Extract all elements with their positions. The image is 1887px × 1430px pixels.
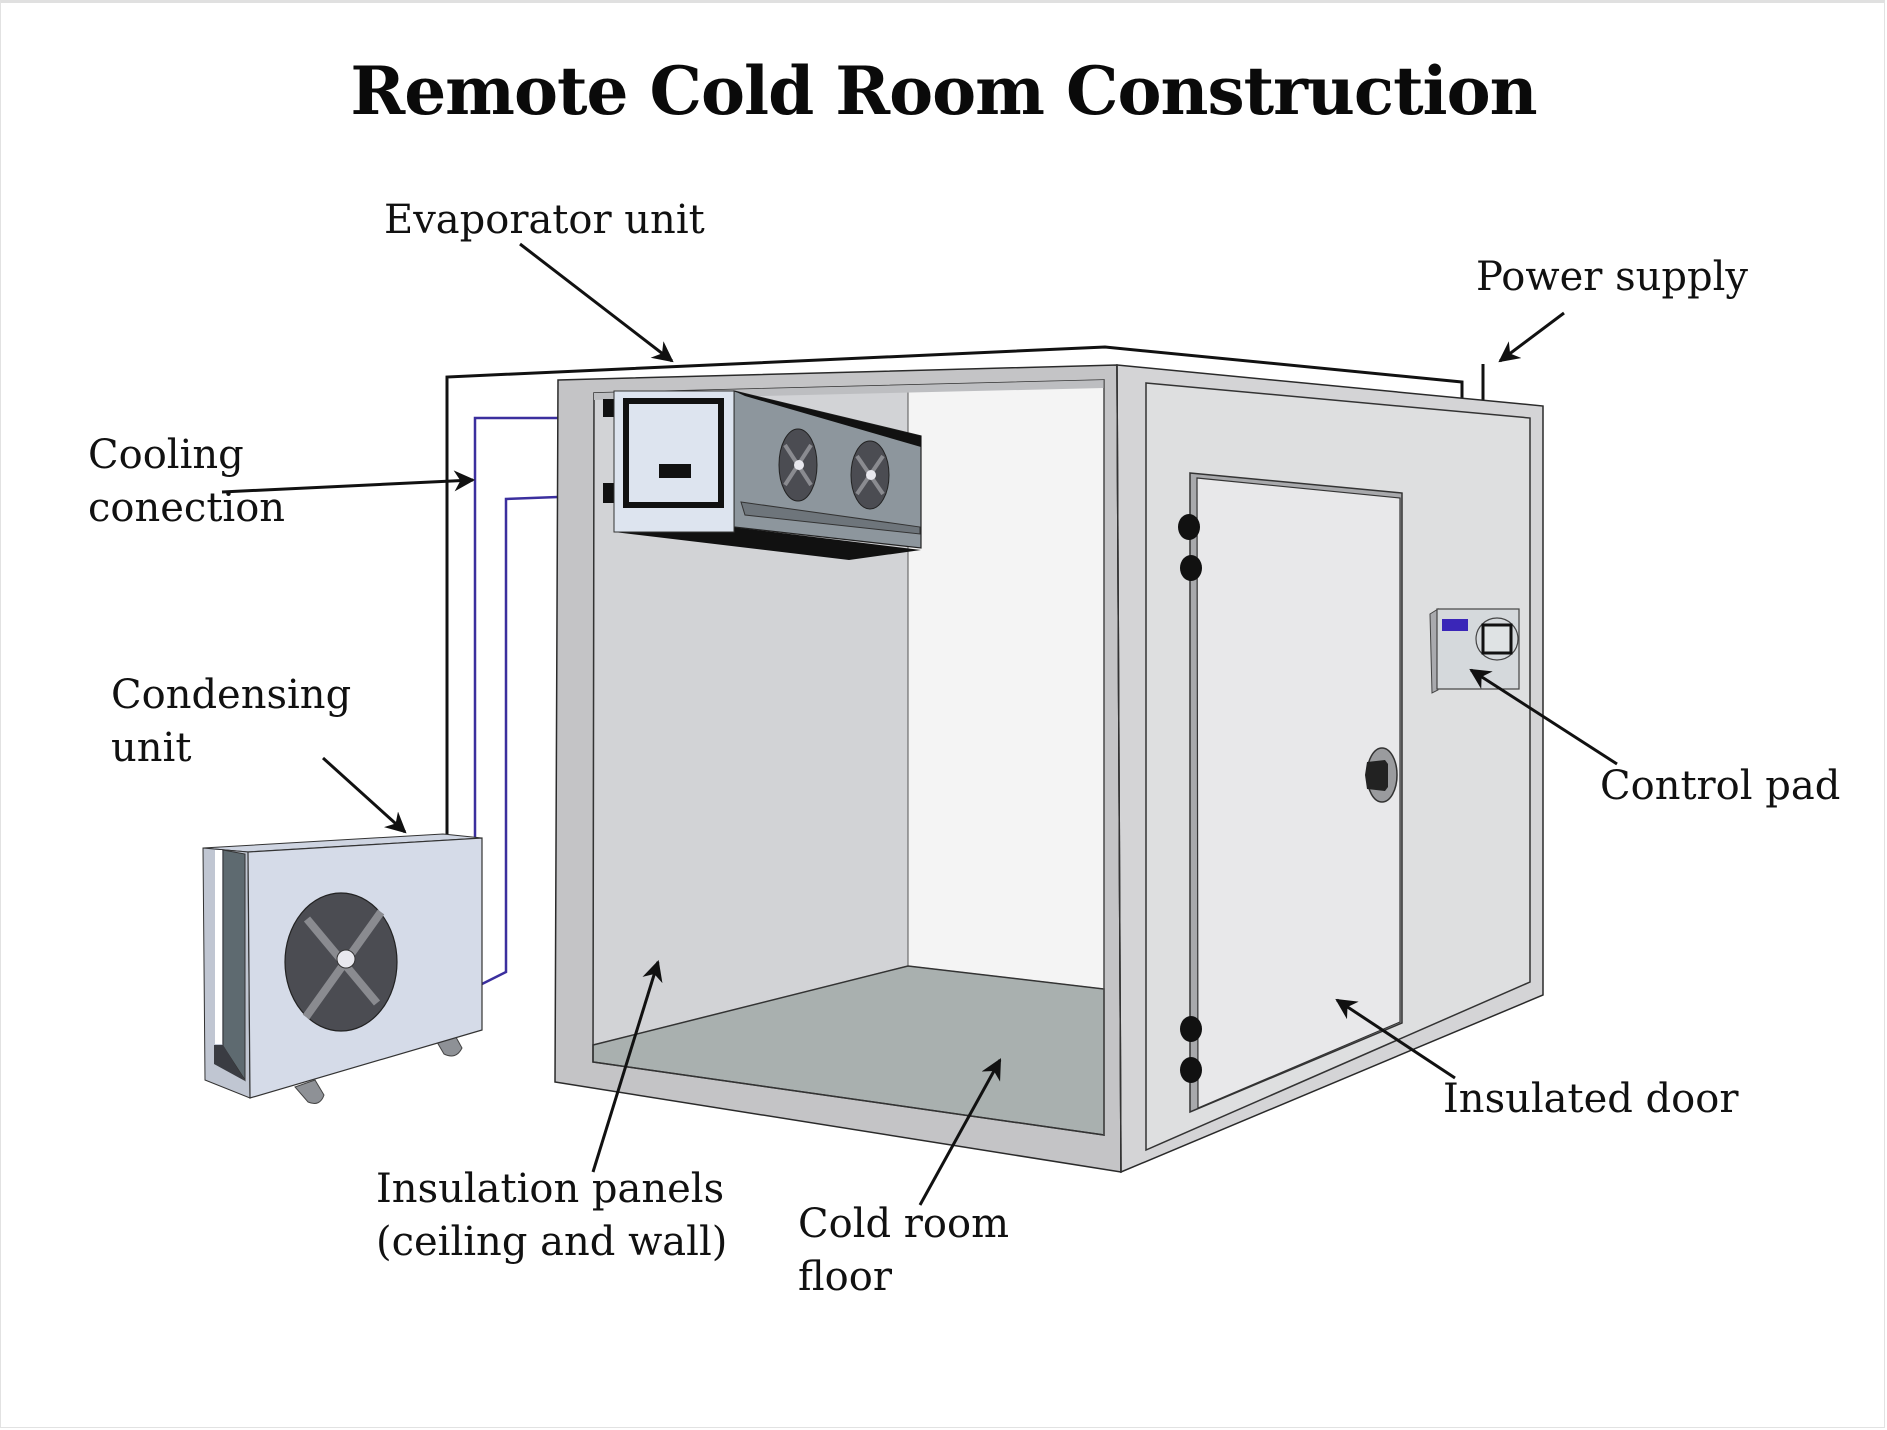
evaporator-front-panel <box>623 398 724 508</box>
evaporator-indicator <box>659 464 691 478</box>
arrow-insulation-panels <box>591 959 663 1173</box>
control-pad-button-icon <box>1481 623 1513 655</box>
refrigerant-line-lower <box>481 495 559 986</box>
door-hinge-icon <box>1178 514 1200 540</box>
label-control-pad: Control pad <box>1600 760 1840 813</box>
refrigerant-line-upper <box>473 416 558 986</box>
arrow-condensing-unit <box>321 756 407 834</box>
label-text: Power supply <box>1476 254 1749 300</box>
label-insulated-door: Insulated door <box>1443 1073 1738 1126</box>
control-pad-display <box>1442 619 1468 631</box>
label-line: unit <box>111 725 192 771</box>
condensing-unit <box>202 833 483 1104</box>
label-line: floor <box>798 1254 892 1300</box>
evaporator-fan-icon <box>850 440 890 510</box>
label-condensing-unit: Condensing unit <box>111 669 351 775</box>
control-pad-dial <box>1475 617 1519 661</box>
label-text: Evaporator unit <box>384 197 705 243</box>
control-pad <box>1429 608 1520 694</box>
label-power-supply: Power supply <box>1476 251 1748 304</box>
evaporator-fan-icon <box>778 428 818 502</box>
condenser-side-shadow <box>214 1045 245 1081</box>
label-text: Control pad <box>1600 763 1841 809</box>
label-cooling-connection: Cooling conection <box>88 429 285 535</box>
label-cold-room-floor: Cold room floor <box>798 1198 1009 1304</box>
condenser-fan-icon <box>284 892 398 1032</box>
evaporator-bracket <box>603 483 615 503</box>
label-line: Insulation panels <box>376 1166 725 1212</box>
refrigerant-lines <box>473 416 559 986</box>
arrow-cooling-connection <box>221 470 476 494</box>
door-hinge-icon <box>1180 1016 1202 1042</box>
arrow-cold-room-floor <box>918 1058 1002 1206</box>
label-line: Cold room <box>798 1201 1010 1247</box>
arrow-power-supply <box>1498 311 1565 363</box>
arrow-evaporator-unit <box>519 242 674 363</box>
label-evaporator-unit: Evaporator unit <box>384 194 705 247</box>
arrow-control-pad <box>1469 668 1618 766</box>
door-hinge-icon <box>1180 555 1202 581</box>
evaporator-unit <box>603 390 922 560</box>
condenser-foot <box>294 1079 325 1104</box>
label-insulation-panels: Insulation panels (ceiling and wall) <box>376 1163 727 1269</box>
arrow-insulated-door <box>1335 998 1456 1080</box>
control-pad-side <box>1429 608 1439 694</box>
label-line: Cooling <box>88 432 244 478</box>
condenser-side-fin <box>222 849 246 1082</box>
diagram-title: Remote Cold Room Construction <box>350 52 1537 130</box>
insulated-door <box>1178 472 1403 1114</box>
label-line: Condensing <box>111 672 352 718</box>
label-line: conection <box>88 485 286 531</box>
condenser-side-opening <box>215 850 222 1044</box>
evaporator-bracket <box>603 399 615 417</box>
label-text: Insulated door <box>1443 1076 1739 1122</box>
label-line: (ceiling and wall) <box>376 1219 728 1265</box>
callout-arrows <box>221 242 1618 1206</box>
door-handle-icon <box>1365 760 1388 791</box>
door-hinge-icon <box>1180 1057 1202 1083</box>
evaporator-drip-tray <box>740 501 921 535</box>
corner-edge <box>1116 364 1122 1173</box>
evaporator-top-edge <box>734 391 921 447</box>
door-panel <box>1196 477 1401 1109</box>
interior-back-wall <box>907 379 1105 990</box>
evaporator-bottom <box>614 527 921 560</box>
